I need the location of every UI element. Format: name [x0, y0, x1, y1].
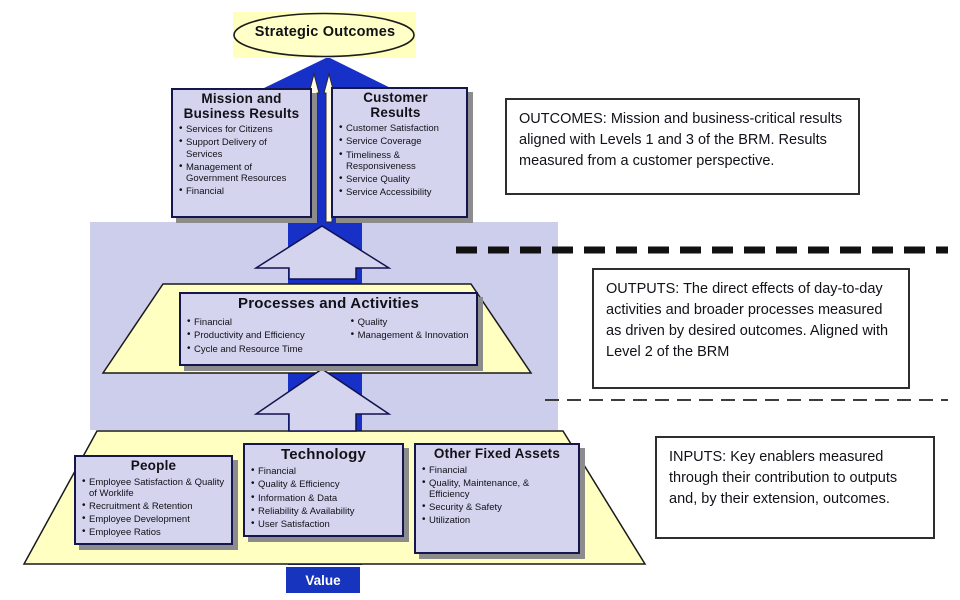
bullet-item: Quality: [351, 316, 470, 328]
bullet-item: Quality & Efficiency: [251, 478, 396, 490]
bullet-item: Service Quality: [339, 173, 452, 185]
bullet-item: Financial: [422, 464, 572, 476]
bullet-item: Utilization: [422, 514, 572, 526]
people-bullets: Employee Satisfaction & Quality of Workl…: [82, 476, 225, 539]
bullet-item: Financial: [179, 185, 304, 197]
strategic-outcomes-ellipse: [233, 12, 415, 58]
other-fixed-assets-bullets: FinancialQuality, Maintenance, & Efficie…: [422, 464, 572, 527]
people-box: People Employee Satisfaction & Quality o…: [74, 455, 233, 545]
customer-results-bullets: Customer SatisfactionService CoverageTim…: [339, 122, 452, 198]
bullet-item: Productivity and Efficiency: [187, 329, 343, 341]
processes-bullets-right: QualityManagement & Innovation: [351, 315, 470, 355]
other-fixed-assets-box: Other Fixed Assets FinancialQuality, Mai…: [414, 443, 580, 554]
value-label: Value: [286, 567, 360, 593]
people-title: People: [130, 458, 177, 473]
bullet-item: Support Delivery of Services: [179, 136, 304, 159]
mission-business-results-title: Mission and Business Results: [183, 91, 300, 121]
processes-activities-box: Processes and Activities FinancialProduc…: [179, 292, 478, 366]
bullet-item: Security & Safety: [422, 501, 572, 513]
bullet-item: User Satisfaction: [251, 518, 396, 530]
strategic-outcomes-label: Strategic Outcomes: [254, 24, 396, 40]
bullet-item: Service Accessibility: [339, 186, 452, 198]
mission-business-results-box: Mission and Business Results Services fo…: [171, 88, 312, 218]
processes-activities-title: Processes and Activities: [238, 295, 419, 312]
bullet-item: Service Coverage: [339, 135, 452, 147]
bullet-item: Management & Innovation: [351, 329, 470, 341]
bullet-item: Management of Government Resources: [179, 161, 304, 184]
bullet-item: Services for Citizens: [179, 123, 304, 135]
bullet-item: Reliability & Availability: [251, 505, 396, 517]
bullet-item: Recruitment & Retention: [82, 500, 225, 512]
technology-bullets: FinancialQuality & EfficiencyInformation…: [251, 465, 396, 530]
customer-results-box: Customer Results Customer SatisfactionSe…: [331, 87, 468, 218]
bullet-item: Employee Satisfaction & Quality of Workl…: [82, 476, 225, 499]
customer-results-title: Customer Results: [363, 90, 428, 120]
bullet-item: Financial: [187, 316, 343, 328]
mission-business-results-bullets: Services for CitizensSupport Delivery of…: [179, 123, 304, 197]
bullet-item: Financial: [251, 465, 396, 477]
up-arrow-inputs-to-outputs: [253, 368, 392, 432]
bullet-item: Information & Data: [251, 492, 396, 504]
technology-box: Technology FinancialQuality & Efficiency…: [243, 443, 404, 537]
bullet-item: Employee Development: [82, 513, 225, 525]
bullet-item: Customer Satisfaction: [339, 122, 452, 134]
bullet-item: Cycle and Resource Time: [187, 343, 343, 355]
processes-bullets-left: FinancialProductivity and EfficiencyCycl…: [187, 315, 343, 355]
other-fixed-assets-title: Other Fixed Assets: [433, 446, 561, 461]
bullet-item: Employee Ratios: [82, 526, 225, 538]
inputs-annotation: INPUTS: Key enablers measured through th…: [655, 436, 935, 539]
bullet-item: Timeliness & Responsiveness: [339, 149, 452, 172]
outputs-annotation: OUTPUTS: The direct effects of day-to-da…: [592, 268, 910, 389]
up-arrow-outputs-to-outcomes: [253, 225, 392, 280]
outcomes-annotation: OUTCOMES: Mission and business-critical …: [505, 98, 860, 195]
technology-title: Technology: [280, 446, 367, 463]
bullet-item: Quality, Maintenance, & Efficiency: [422, 477, 572, 500]
